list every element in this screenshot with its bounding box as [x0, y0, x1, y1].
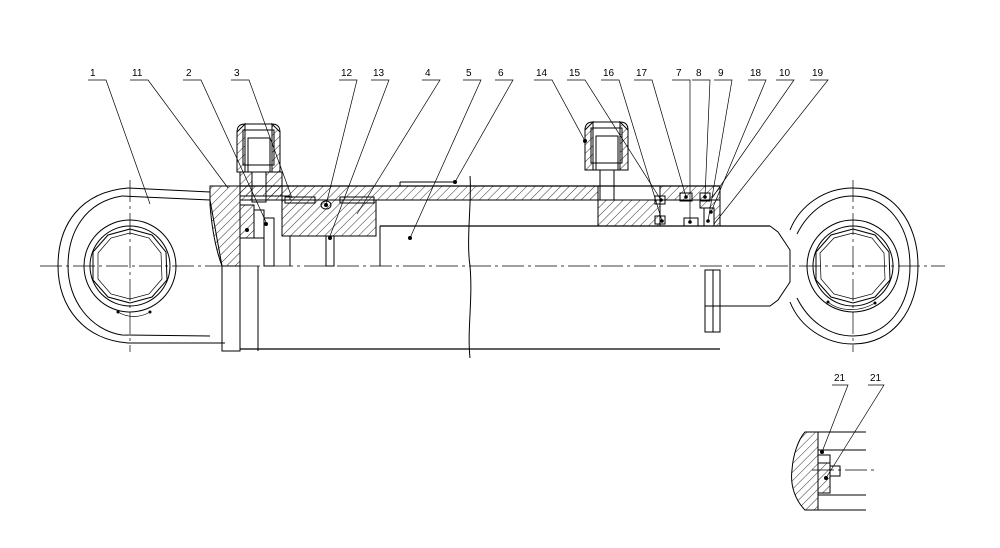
callout-label: 4 — [425, 68, 431, 79]
leader-lines — [88, 79, 829, 239]
callout-label: 18 — [750, 68, 762, 79]
callout-label: 8 — [696, 68, 702, 79]
piston — [281, 196, 377, 267]
callout-label: 6 — [498, 68, 504, 79]
callout-label: 2 — [186, 68, 192, 79]
left-port-fitting — [236, 122, 283, 203]
callout-label: 16 — [603, 68, 615, 79]
callout-label: 5 — [466, 68, 472, 79]
callout-labels: 1 11 2 3 12 13 4 5 6 14 15 16 17 7 8 9 1… — [90, 68, 824, 79]
callout-label: 1 — [90, 68, 96, 79]
detail-callout-label: 21 — [870, 373, 882, 384]
callout-label: 17 — [636, 68, 648, 79]
rod-gland — [597, 185, 721, 227]
callout-label: 9 — [718, 68, 724, 79]
callout-label: 10 — [779, 68, 791, 79]
seal-detail-view: 21 21 — [791, 373, 885, 511]
right-port-fitting — [583, 120, 629, 201]
piston-rod — [379, 225, 791, 333]
callout-label: 14 — [536, 68, 548, 79]
callout-label: 13 — [373, 68, 385, 79]
right-clevis-eye — [789, 187, 919, 345]
callout-label: 15 — [569, 68, 581, 79]
callout-label: 7 — [676, 68, 682, 79]
rear-cap-inner-parts — [239, 204, 275, 267]
rear-end-cap — [209, 185, 241, 352]
left-clevis-eye — [57, 187, 225, 344]
detail-callout-label: 21 — [834, 373, 846, 384]
callout-label: 3 — [234, 68, 240, 79]
callout-label: 11 — [132, 68, 143, 79]
callout-label: 19 — [812, 68, 824, 79]
callout-label: 12 — [341, 68, 353, 79]
